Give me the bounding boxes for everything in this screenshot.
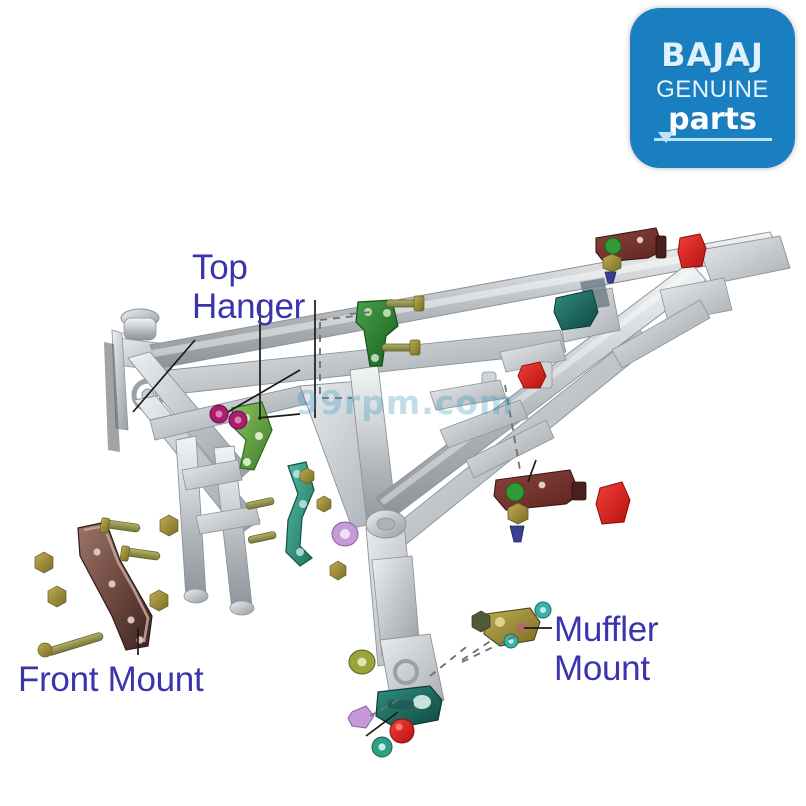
part-nut — [329, 560, 347, 581]
part-bolt — [247, 531, 277, 544]
part-front-mount-bracket — [77, 521, 153, 651]
part-washer-teal — [503, 633, 519, 649]
part-bolt — [37, 632, 104, 658]
part-tail-bracket-teal — [553, 289, 599, 331]
logo-genuine-text: GENUINE — [656, 76, 769, 103]
part-bushing-olive — [348, 649, 376, 675]
logo-tick-icon — [657, 132, 674, 143]
logo-underline — [653, 132, 772, 143]
part-nut — [149, 589, 169, 612]
leader-lines — [132, 300, 552, 737]
top-hanger-parts — [209, 295, 425, 471]
front-mount-parts — [34, 514, 179, 658]
rear-mount-parts — [493, 227, 707, 543]
bajaj-genuine-parts-logo: BAJAJ GENUINE parts — [630, 8, 795, 168]
muffler-mount-parts — [471, 601, 552, 649]
part-red-block-mid — [595, 481, 631, 525]
frame-tail-end — [699, 235, 791, 285]
callout-front-mount: Front Mount — [18, 660, 204, 699]
part-nut — [47, 585, 67, 608]
part-bushing-lavender — [331, 521, 359, 547]
side-bracket-group — [245, 461, 359, 581]
part-washer-teal — [371, 736, 393, 758]
part-bolt — [245, 497, 275, 510]
part-bushing-magenta — [209, 404, 229, 424]
part-nut — [299, 467, 315, 485]
part-bolt — [381, 339, 421, 356]
bottom-mount-parts — [347, 649, 443, 758]
part-bolt — [119, 545, 161, 562]
logo-brand-text: BAJAJ — [661, 36, 764, 74]
logo-parts-text: parts — [668, 102, 757, 137]
part-washer-teal — [534, 601, 552, 619]
part-bolt — [385, 295, 425, 312]
part-nut — [316, 495, 332, 513]
part-red-block-upper — [677, 233, 707, 269]
part-red-block-frame — [517, 361, 547, 389]
dashed-assembly-lines — [319, 311, 521, 717]
callout-top-hanger: Top Hanger — [192, 248, 305, 327]
part-bushing-magenta — [228, 410, 248, 430]
part-nut — [34, 551, 54, 574]
part-red-knob — [389, 718, 415, 744]
callout-muffler-mount: Muffler Mount — [554, 610, 659, 689]
part-nut — [159, 514, 179, 537]
part-bushing-lavender — [347, 705, 375, 729]
part-bolt — [99, 517, 141, 534]
